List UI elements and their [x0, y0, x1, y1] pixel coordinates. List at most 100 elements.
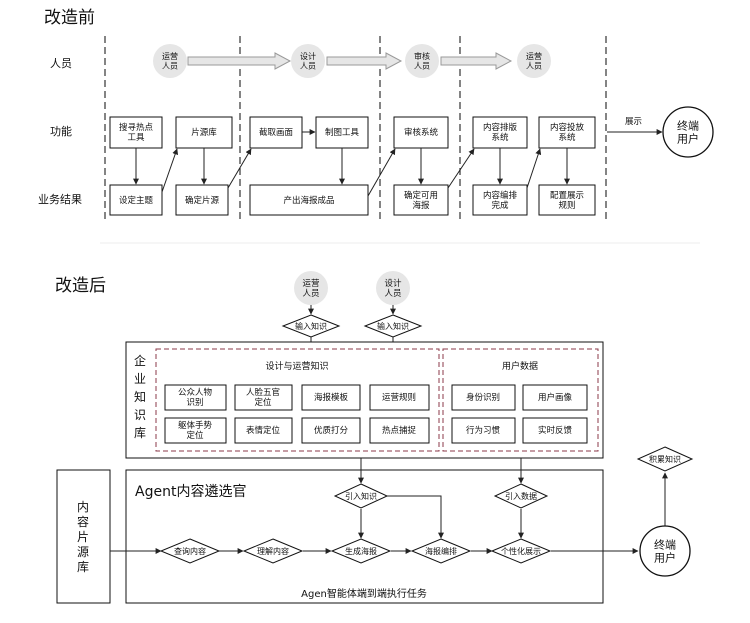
- accumulate-knowledge-diamond: 积累知识: [636, 446, 694, 472]
- knowledge-item: 人脸五官定位: [234, 384, 293, 411]
- before-role-circle: 运营人员: [517, 44, 551, 78]
- function-label: 搜寻热点工具: [119, 122, 154, 143]
- function-label: 内容投放系统: [550, 122, 585, 143]
- result-label: 确定片源: [185, 195, 220, 206]
- user-data-group: 用户数据: [442, 348, 599, 452]
- result-box: 产出海报成品: [249, 184, 369, 216]
- knowledge-item-label: 运营规则: [382, 392, 416, 403]
- function-box: 内容投放系统: [538, 116, 596, 149]
- flow-step-diamond: 查询内容: [159, 538, 221, 564]
- flow-step-diamond: 个性化展示: [490, 538, 552, 564]
- flow-step-label: 理解内容: [257, 546, 289, 556]
- before-role-circle: 审核人员: [405, 44, 439, 78]
- design-ops-knowledge-group: 设计与运营知识: [155, 348, 440, 452]
- knowledge-item-label: 人脸五官定位: [246, 387, 280, 408]
- user-data-label: 行为习惯: [466, 425, 501, 436]
- user-data-item: 用户画像: [522, 384, 588, 411]
- diamond-label: 积累知识: [649, 454, 681, 464]
- source-library-label: 内容片源库: [77, 500, 89, 574]
- before-title: 改造前: [44, 8, 95, 28]
- user-data-item: 行为习惯: [451, 417, 516, 444]
- flow-step-diamond: 生成海报: [330, 538, 392, 564]
- diamond-label: 输入知识: [295, 321, 327, 331]
- result-box: 确定可用海报: [393, 184, 449, 216]
- lane-separators: [104, 36, 607, 222]
- input-knowledge-diamond: 输入知识: [281, 314, 341, 338]
- after-role-circle: 设计人员: [376, 271, 410, 305]
- agent-title: Agent内容遴选官: [135, 483, 246, 500]
- agent-footer: Agen智能体端到端执行任务: [301, 587, 427, 600]
- knowledge-item-label: 海报模板: [314, 392, 349, 403]
- flow-step-label: 海报编排: [425, 546, 457, 556]
- user-data-item: 实时反馈: [522, 417, 588, 444]
- knowledge-item: 优质打分: [301, 417, 361, 444]
- after-title: 改造后: [55, 276, 106, 296]
- diamond-label: 引入数据: [505, 491, 537, 501]
- role-label: 设计人员: [300, 51, 316, 71]
- result-box: 配置展示规则: [538, 184, 596, 216]
- before-flow-arrows: [133, 129, 663, 197]
- group-title: 设计与运营知识: [265, 360, 328, 372]
- import-knowledge-diamond: 引入知识: [333, 483, 389, 509]
- end-user-label: 终端用户: [654, 537, 676, 564]
- row-label-people: 人员: [50, 57, 72, 70]
- knowledge-item-label: 公众人物识别: [178, 387, 213, 408]
- before-end-user-circle: 终端用户: [662, 106, 714, 158]
- function-box: 搜寻热点工具: [109, 116, 163, 149]
- knowledge-item-label: 躯体手势定位: [178, 420, 213, 441]
- result-label: 配置展示规则: [550, 191, 584, 211]
- result-box: 设定主题: [109, 184, 163, 216]
- role-arrows: [187, 52, 513, 70]
- knowledge-item-label: 热点捕捉: [382, 425, 417, 436]
- source-library-box: 内容片源库: [56, 469, 111, 604]
- role-label: 审核人员: [414, 51, 430, 71]
- role-label: 运营人员: [526, 51, 542, 71]
- result-label: 确定可用海报: [404, 190, 438, 211]
- flow-step-label: 个性化展示: [501, 546, 541, 556]
- function-label: 片源库: [191, 127, 217, 138]
- role-label: 运营人员: [162, 51, 178, 71]
- knowledge-item: 海报模板: [301, 384, 361, 411]
- knowledge-item: 热点捕捉: [369, 417, 430, 444]
- end-user-label: 终端用户: [677, 118, 699, 145]
- function-box: 审核系统: [393, 116, 449, 149]
- function-box: 片源库: [175, 116, 233, 149]
- role-label: 设计人员: [384, 278, 402, 299]
- result-label: 内容编排完成: [483, 190, 518, 211]
- import-data-diamond: 引入数据: [493, 483, 549, 509]
- function-label: 制图工具: [325, 127, 360, 138]
- role-label: 运营人员: [302, 278, 319, 299]
- function-box: 截取画面: [249, 116, 303, 149]
- knowledge-item: 表情定位: [234, 417, 293, 444]
- function-label: 截取画面: [259, 127, 294, 138]
- knowledge-item-label: 表情定位: [246, 425, 281, 436]
- input-knowledge-diamond: 输入知识: [363, 314, 423, 338]
- diamond-label: 输入知识: [377, 321, 409, 331]
- user-data-label: 身份识别: [466, 392, 500, 403]
- group-title: 用户数据: [502, 360, 538, 372]
- flow-step-label: 查询内容: [174, 546, 206, 556]
- user-data-item: 身份识别: [451, 384, 516, 411]
- after-end-user-circle: 终端用户: [639, 525, 691, 577]
- knowledge-item: 公众人物识别: [164, 384, 227, 411]
- show-label: 展示: [625, 117, 642, 127]
- after-flow-arrows: [110, 458, 668, 554]
- knowledge-item: 运营规则: [369, 384, 430, 411]
- result-label: 产出海报成品: [283, 195, 334, 206]
- user-data-label: 实时反馈: [538, 425, 573, 436]
- diamond-label: 引入知识: [345, 491, 377, 501]
- before-role-circle: 运营人员: [153, 44, 187, 78]
- row-label-result: 业务结果: [38, 193, 82, 206]
- knowledge-item: 躯体手势定位: [164, 417, 227, 444]
- function-box: 制图工具: [315, 116, 369, 149]
- result-box: 内容编排完成: [472, 184, 528, 216]
- user-data-label: 用户画像: [538, 392, 573, 403]
- before-role-circle: 设计人员: [291, 44, 325, 78]
- kb-label: 企业知识库: [134, 353, 146, 440]
- result-box: 确定片源: [175, 184, 229, 216]
- function-box: 内容排版系统: [472, 116, 528, 149]
- row-label-function: 功能: [50, 124, 72, 138]
- flow-step-diamond: 理解内容: [242, 538, 304, 564]
- after-role-circle: 运营人员: [294, 271, 328, 305]
